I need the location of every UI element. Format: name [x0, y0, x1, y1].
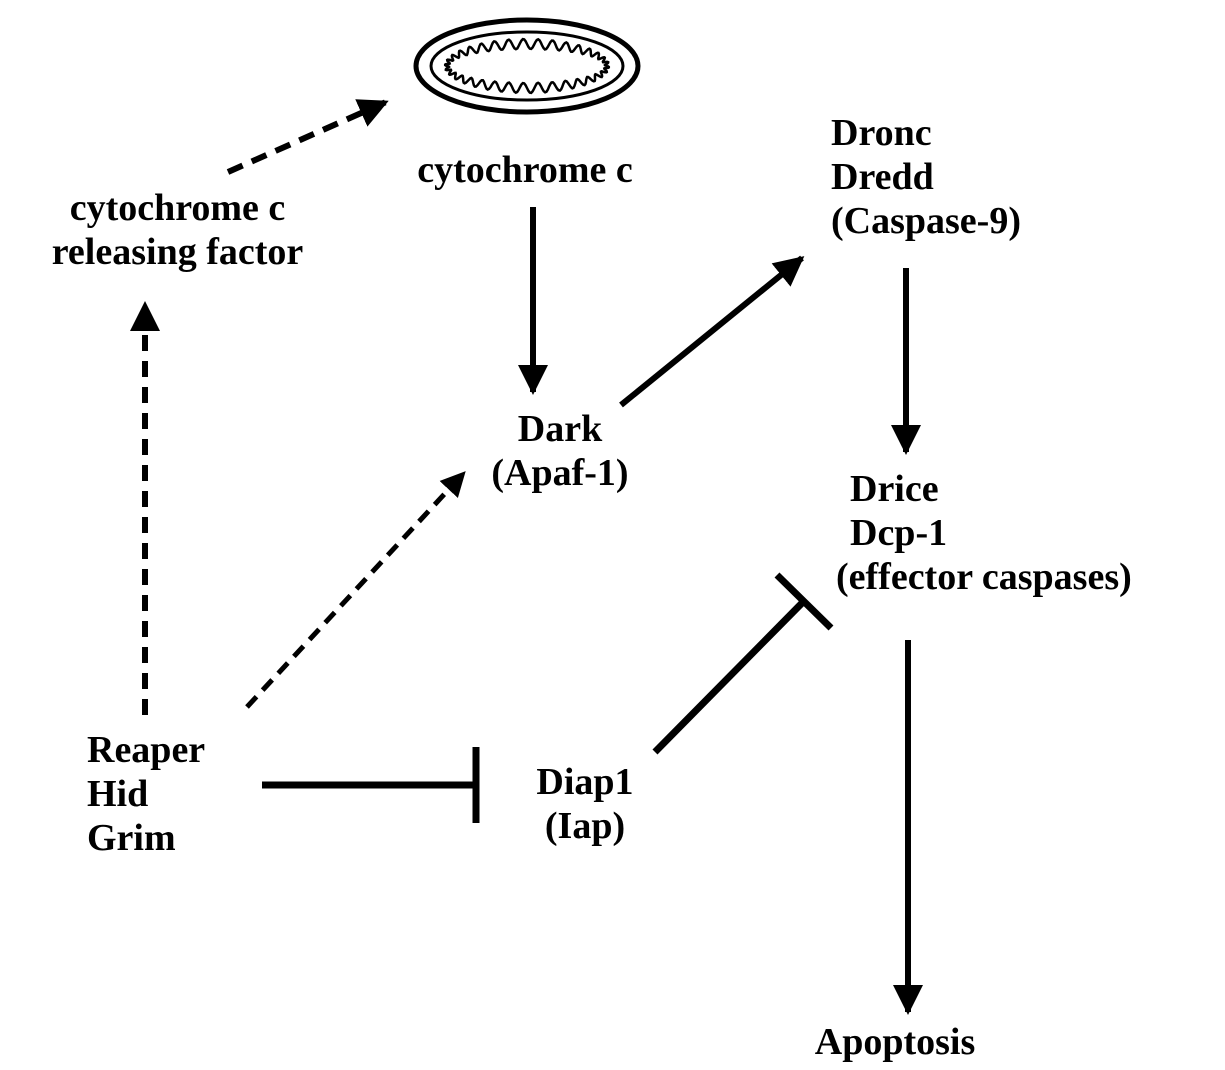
- node-diap1: Diap1 (Iap): [500, 760, 670, 848]
- edge-rhg-to-dark: [245, 471, 466, 709]
- drice-line1: Drice: [850, 468, 939, 510]
- edge-diap1-inhibits-drice: [652, 572, 834, 755]
- node-apoptosis: Apoptosis: [780, 1020, 1010, 1064]
- dark-line1: Dark: [517, 408, 603, 450]
- edge-releasing-factor-to-mitochondrion: [226, 99, 389, 175]
- mitochondrion-icon: [413, 17, 641, 115]
- releasing-factor-line2: releasing factor: [51, 231, 304, 273]
- apoptosis-label: Apoptosis: [814, 1021, 976, 1063]
- releasing-factor-line1: cytochrome c: [69, 187, 286, 229]
- drice-line3: (effector caspases): [836, 556, 1132, 598]
- dronc-line2: Dredd: [831, 156, 934, 198]
- node-dronc: Dronc Dredd (Caspase-9): [831, 111, 1021, 243]
- cytochrome-c-label: cytochrome c: [417, 149, 633, 191]
- dronc-line3: (Caspase-9): [831, 200, 1021, 242]
- rhg-line1: Reaper: [87, 729, 206, 771]
- edge-rhg-inhibits-diap1: [262, 747, 480, 823]
- rhg-line2: Hid: [87, 773, 149, 815]
- dark-line2: (Apaf-1): [491, 452, 629, 494]
- node-releasing-factor: cytochrome c releasing factor: [5, 186, 350, 274]
- rhg-line3: Grim: [87, 817, 176, 859]
- node-drice: Drice Dcp-1 (effector caspases): [836, 467, 1132, 599]
- node-rhg: Reaper Hid Grim: [87, 728, 205, 860]
- diap1-line2: (Iap): [544, 805, 626, 847]
- drice-line2: Dcp-1: [850, 512, 948, 554]
- node-cytochrome-c: cytochrome c: [385, 148, 665, 192]
- diap1-line1: Diap1: [536, 761, 634, 803]
- dronc-line1: Dronc: [831, 112, 932, 154]
- node-dark: Dark (Apaf-1): [460, 407, 660, 495]
- edge-dark-to-dronc: [619, 255, 805, 408]
